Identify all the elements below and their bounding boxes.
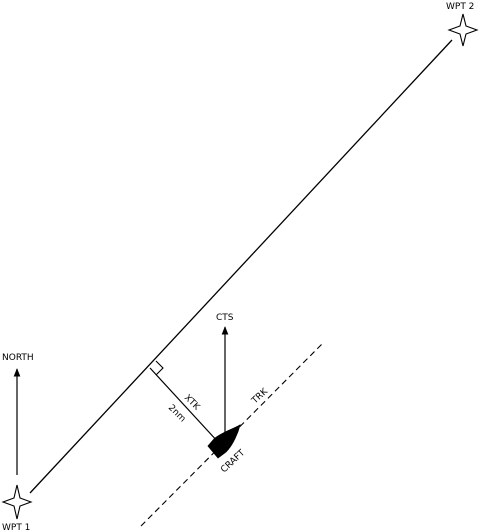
cts-label: CTS [216, 313, 234, 323]
xtk-line [150, 368, 219, 443]
trk-label: TRK [249, 386, 270, 407]
wpt2-star-icon [449, 14, 477, 46]
distance-label: 2nm [166, 403, 187, 424]
wpt1-star-icon [3, 485, 31, 519]
wpt2-label: WPT 2 [446, 2, 474, 12]
wpt1-label: WPT 1 [2, 523, 30, 532]
right-angle-marker [156, 361, 163, 375]
xtk-label: XTK [182, 393, 202, 413]
north-label: NORTH [2, 353, 34, 363]
